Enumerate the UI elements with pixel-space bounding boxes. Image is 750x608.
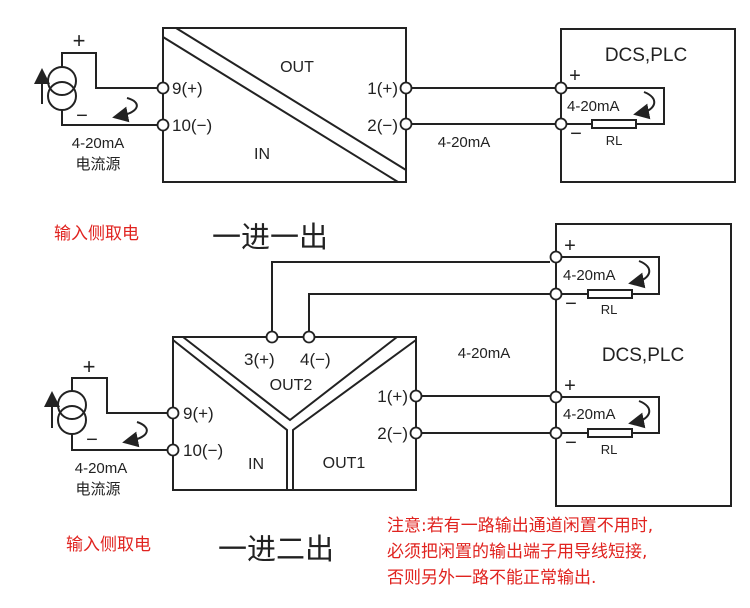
divider-y-left [172, 339, 288, 490]
isolator-module: OUT IN 9(+) 10(−) 1(+) 2(−) [162, 27, 407, 183]
receiver-dcs-plc: DCS,PLC + − 4-20mA RL + − 4-20mA RL [555, 223, 732, 507]
terminal-4-label: 4(−) [300, 350, 331, 369]
receiver-minus-sign: − [565, 293, 577, 315]
current-source: + − 4-20mA 电流源 [34, 28, 157, 173]
receiver-name: DCS,PLC [602, 345, 684, 366]
terminal-2 [409, 426, 423, 440]
receiver-terminal-minus-1 [549, 287, 563, 301]
diagram-one-in-one-out: + − 4-20mA 电流源 OUT IN 9(+) 10(−) 1(+) 2(… [34, 27, 736, 254]
module-box [162, 27, 407, 183]
divider-y-inner-left [182, 336, 398, 422]
terminal-1 [409, 389, 423, 403]
terminal-1 [399, 81, 413, 95]
receiver-minus-sign: − [570, 123, 582, 145]
source-minus-wire [61, 110, 157, 126]
terminal-2 [399, 117, 413, 131]
source-current-label: 4-20mA [72, 135, 125, 152]
load-resistor [591, 119, 637, 129]
receiver-channel-1: + − 4-20mA RL [556, 235, 660, 317]
out-label: OUT [280, 59, 314, 76]
receiver-loop-label: 4-20mA [567, 98, 620, 115]
receiver-name: DCS,PLC [605, 45, 687, 66]
receiver-box [555, 223, 732, 507]
source-name-label: 电流源 [75, 155, 120, 173]
terminal-10 [166, 443, 180, 457]
receiver-terminal-minus [554, 117, 568, 131]
receiver-minus-sign: − [565, 432, 577, 454]
loop-current-arrow-icon [633, 91, 656, 120]
divider-y-right [292, 339, 417, 490]
terminal-3-label: 3(+) [244, 350, 275, 369]
in-label: IN [248, 456, 264, 473]
receiver-loop-wire [556, 256, 660, 295]
notice-line-2: 必须把闲置的输出端子用导线短接, [387, 542, 647, 562]
terminal-2-label: 2(−) [377, 424, 408, 443]
power-note: 输入侧取电 [54, 224, 139, 244]
line-current-label: 4-20mA [438, 134, 491, 151]
terminal-9-label: 9(+) [172, 79, 203, 98]
receiver-box [560, 28, 736, 183]
source-minus-sign: − [86, 429, 98, 451]
resistor-label: RL [606, 133, 623, 148]
out2-minus-wire [308, 293, 550, 331]
out1-label: OUT1 [323, 455, 366, 472]
current-loop-arrow-icon [112, 97, 138, 123]
receiver-terminal-plus [554, 81, 568, 95]
loop-current-arrow-icon [628, 400, 651, 429]
notice-line-3: 否则另外一路不能正常输出. [387, 568, 596, 588]
load-resistor [587, 428, 633, 438]
terminal-10-label: 10(−) [172, 116, 212, 135]
source-plus-sign: + [83, 354, 96, 379]
divider-line-a [175, 27, 407, 171]
divider-line-b [162, 36, 399, 183]
receiver-terminal-plus-1 [549, 250, 563, 264]
source-name-label: 电流源 [75, 480, 120, 498]
source-current-label: 4-20mA [75, 460, 128, 477]
diagram-title: 一进二出 [218, 532, 334, 566]
receiver-channel-2: + − 4-20mA RL [556, 375, 660, 457]
receiver-dcs-plc: DCS,PLC + − 4-20mA RL [560, 28, 736, 183]
receiver-loop-label: 4-20mA [563, 406, 616, 423]
terminal-1-label: 1(+) [367, 79, 398, 98]
receiver-loop-wire [561, 87, 665, 125]
notice-text: 注意:若有一路输出通道闲置不用时, 必须把闲置的输出端子用导线短接, 否则另外一… [387, 516, 653, 588]
terminal-2-label: 2(−) [367, 116, 398, 135]
terminal-3 [265, 330, 279, 344]
terminal-9 [156, 81, 170, 95]
current-loop-arrow-icon [122, 421, 148, 448]
load-resistor [587, 289, 633, 299]
resistor-label: RL [601, 302, 618, 317]
notice-line-1: 注意:若有一路输出通道闲置不用时, [387, 516, 653, 536]
terminal-9 [166, 406, 180, 420]
current-source: + − 4-20mA 电流源 [44, 354, 167, 498]
source-plus-wire [61, 52, 157, 89]
terminal-1-label: 1(+) [377, 387, 408, 406]
terminal-10 [156, 118, 170, 132]
diagram-one-in-two-out: + − 4-20mA 电流源 3(+) 4(−) OUT2 9(+) 10(−)… [44, 223, 732, 566]
loop-current-arrow-icon [628, 260, 651, 289]
out2-label: OUT2 [270, 377, 313, 394]
resistor-label: RL [601, 442, 618, 457]
terminal-4 [302, 330, 316, 344]
power-note: 输入侧取电 [66, 535, 151, 555]
terminal-9-label: 9(+) [183, 404, 214, 423]
receiver-plus-sign: + [564, 375, 576, 397]
receiver-terminal-minus-2 [549, 426, 563, 440]
source-plus-sign: + [73, 28, 86, 53]
isolator-module: 3(+) 4(−) OUT2 9(+) 10(−) IN OUT1 1(+) 2… [172, 336, 417, 491]
source-minus-sign: − [76, 105, 88, 127]
terminal-10-label: 10(−) [183, 441, 223, 460]
out2-plus-wire [271, 261, 550, 331]
receiver-loop-label: 4-20mA [563, 267, 616, 284]
receiver-plus-sign: + [564, 235, 576, 257]
diagram-title: 一进一出 [212, 220, 328, 254]
in-label: IN [254, 146, 270, 163]
receiver-terminal-plus-2 [549, 390, 563, 404]
source-minus-wire [71, 434, 167, 451]
line-current-label: 4-20mA [458, 345, 511, 362]
receiver-plus-sign: + [569, 65, 581, 87]
receiver-loop-wire [556, 396, 660, 434]
source-plus-wire [71, 377, 167, 414]
